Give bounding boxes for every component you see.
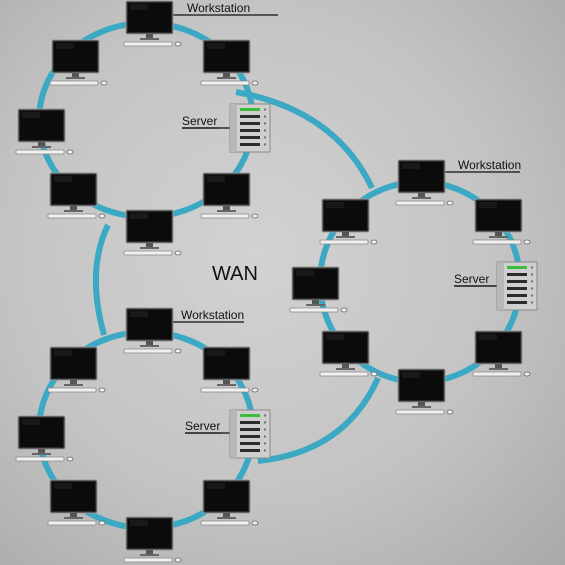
workstation-label-bottom: Workstation	[181, 308, 244, 322]
workstation-icon	[15, 415, 74, 462]
workstation-icon	[200, 172, 259, 219]
devices	[15, 0, 538, 563]
wan-label: WAN	[212, 263, 258, 285]
workstation-icon	[47, 479, 106, 526]
workstation-icon	[319, 330, 378, 377]
lan-rings	[36, 20, 523, 531]
workstation-icon	[200, 346, 259, 393]
server-tower-icon	[229, 409, 271, 459]
wan-link-3	[257, 376, 381, 464]
workstation-label-top: Workstation	[187, 1, 250, 15]
workstation-icon	[200, 479, 259, 526]
workstation-icon	[395, 159, 454, 206]
labels: WAN Workstation Server Workstation Serve…	[181, 1, 521, 433]
workstation-icon	[319, 198, 378, 245]
server-label-top: Server	[182, 114, 217, 128]
server-label-bottom: Server	[185, 419, 220, 433]
workstation-icon	[123, 209, 182, 256]
wan-links	[92, 89, 381, 464]
workstation-icon	[123, 516, 182, 563]
wan-link-2	[92, 223, 111, 336]
workstation-icon	[49, 39, 108, 86]
workstation-icon	[47, 346, 106, 393]
server-tower-icon	[229, 103, 271, 153]
workstation-icon	[289, 266, 348, 313]
workstation-icon	[15, 108, 74, 155]
workstation-icon	[472, 198, 531, 245]
server-label-right: Server	[454, 272, 489, 286]
workstation-label-right: Workstation	[458, 158, 521, 172]
workstation-icon	[200, 39, 259, 86]
workstation-icon	[123, 0, 182, 47]
workstation-icon	[395, 368, 454, 415]
workstation-icon	[472, 330, 531, 377]
workstation-icon	[47, 172, 106, 219]
server-tower-icon	[496, 261, 538, 311]
wan-link-1	[235, 89, 375, 190]
workstation-icon	[123, 307, 182, 354]
